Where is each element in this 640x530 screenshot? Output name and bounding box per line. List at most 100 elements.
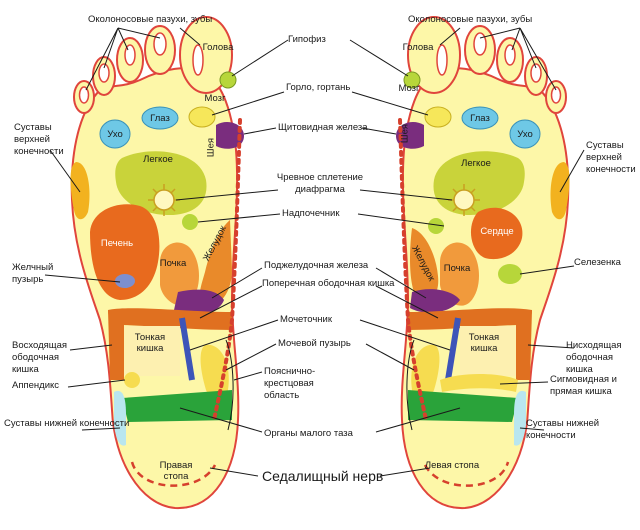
label-kidney-left-foot: Почка: [443, 263, 471, 274]
left-pelvic: [408, 390, 518, 422]
label-eye-right-foot: Глаз: [150, 113, 170, 124]
label-liver: Печень: [100, 238, 134, 249]
right-liver: [90, 204, 160, 300]
right-ureter: [179, 317, 195, 381]
label-transverse-colon: Поперечная ободочная кишка: [262, 278, 395, 289]
right-spine-dots: [212, 118, 242, 422]
left-ureter: [445, 317, 461, 381]
label-ear-right-foot: Ухо: [107, 129, 123, 140]
left-brain: [424, 106, 452, 128]
right-stomach: [200, 220, 232, 305]
label-neck-right-foot: Шея: [205, 137, 217, 158]
right-sinus-4: [98, 63, 110, 83]
right-lumbosacral-bracket: [225, 339, 234, 431]
label-neck-left-foot: Шея: [399, 123, 411, 144]
label-solar-plexus: Чревное сплетение диафрагма: [276, 172, 364, 195]
left-adrenal: [428, 218, 444, 234]
right-eye: [141, 106, 179, 130]
right-lower-joint: [114, 390, 126, 446]
label-sinuses-left-foot: Околоносовые пазухи, зубы: [408, 14, 533, 25]
label-small-intestine-right-foot: Тонкая кишка: [134, 332, 166, 354]
label-ear-left-foot: Ухо: [517, 129, 533, 140]
left-descending-colon: [516, 310, 532, 380]
label-shoulder-right-foot: Суставы верхней конечности: [14, 122, 64, 157]
right-transverse-colon: [108, 308, 232, 330]
left-spine-dots: [398, 118, 428, 422]
label-head-right-foot: Голова: [202, 42, 234, 53]
label-thyroid: Щитовидная железа: [278, 122, 368, 133]
right-appendix: [124, 372, 140, 388]
label-ascending-colon: Восходящая ободочная кишка: [12, 340, 68, 375]
right-kidney: [160, 242, 199, 306]
right-shoulder: [70, 162, 90, 220]
left-sinus-3: [504, 44, 516, 66]
left-eye: [461, 106, 499, 130]
label-throat: Горло, гортань: [286, 82, 351, 93]
label-sigmoid: Сигмовидная и прямая кишка: [550, 374, 617, 397]
left-sciatic-dashes: [423, 461, 510, 487]
label-lumbosacral: Пояснично-крестцовая область: [264, 366, 316, 401]
right-sciatic-dashes: [130, 461, 217, 487]
left-foot: [396, 16, 570, 510]
left-lumbosacral-bracket: [406, 339, 415, 431]
label-small-intestine-left-foot: Тонкая кишка: [468, 332, 500, 354]
right-pancreas: [174, 289, 224, 315]
label-sinuses-right-foot: Околоносовые пазухи, зубы: [88, 14, 213, 25]
right-pelvic: [122, 390, 232, 422]
left-thyroid: [396, 122, 424, 149]
right-thyroid: [216, 122, 244, 149]
right-brain: [188, 106, 216, 128]
left-shoulder: [550, 162, 570, 220]
label-heart: Сердце: [480, 226, 514, 237]
label-eye-left-foot: Глаз: [470, 113, 490, 124]
left-small-intestine: [460, 326, 516, 376]
label-pelvic: Органы малого таза: [264, 428, 353, 439]
label-descending-colon: Нисходящая ободочная кишка: [566, 340, 622, 375]
label-brain-left-foot: Мозг: [398, 83, 420, 94]
right-adrenal: [182, 214, 198, 230]
left-spleen: [498, 264, 522, 284]
left-kidney: [440, 242, 479, 306]
right-small-intestine: [124, 326, 180, 376]
label-appendix: Аппендикс: [12, 380, 60, 391]
right-sinus-3: [124, 44, 136, 66]
label-lung-right-foot: Легкое: [143, 154, 173, 165]
label-right-foot: Правая стопа: [159, 460, 193, 482]
left-sinus-4: [530, 63, 542, 83]
right-gallbladder: [113, 272, 137, 290]
label-pancreas: Поджелудочная железа: [264, 260, 369, 271]
right-ear: [99, 119, 131, 149]
left-solar-plexus: [448, 184, 480, 216]
left-big-toe: [407, 16, 461, 94]
right-sinus-5: [78, 86, 90, 104]
left-stomach: [410, 228, 439, 301]
label-pituitary: Гипофиз: [288, 34, 326, 45]
right-ascending-colon: [108, 310, 124, 380]
label-kidney-right-foot: Почка: [159, 258, 187, 269]
label-shoulder-left-foot: Суставы верхней конечности: [586, 140, 636, 175]
label-head-left-foot: Голова: [402, 42, 434, 53]
left-transverse-colon: [408, 308, 532, 330]
label-left-foot: Левая стопа: [424, 460, 480, 471]
left-sinus-2: [473, 32, 487, 56]
label-lower-joints-left-foot: Суставы нижней конечности: [526, 418, 600, 441]
left-sinus-1: [436, 44, 448, 76]
leader-lines: [44, 27, 585, 477]
left-ear: [509, 119, 541, 149]
label-sciatic-nerve: Седалищный нерв: [262, 468, 384, 484]
left-sinus-5: [550, 86, 562, 104]
right-sinus-1: [192, 44, 204, 76]
label-lower-joints-right-foot: Суставы нижней конечности: [4, 418, 130, 429]
label-ureter: Мочеточник: [280, 314, 332, 325]
label-gallbladder: Желчный пузырь: [12, 262, 54, 285]
label-brain-right-foot: Мозг: [204, 93, 226, 104]
left-sigmoid: [440, 374, 518, 392]
label-lung-left-foot: Легкое: [461, 158, 491, 169]
left-lower-joint: [514, 390, 526, 446]
label-spleen: Селезенка: [574, 257, 621, 268]
label-bladder: Мочевой пузырь: [278, 338, 351, 349]
right-solar-plexus: [148, 184, 180, 216]
right-sinus-2: [153, 32, 167, 56]
